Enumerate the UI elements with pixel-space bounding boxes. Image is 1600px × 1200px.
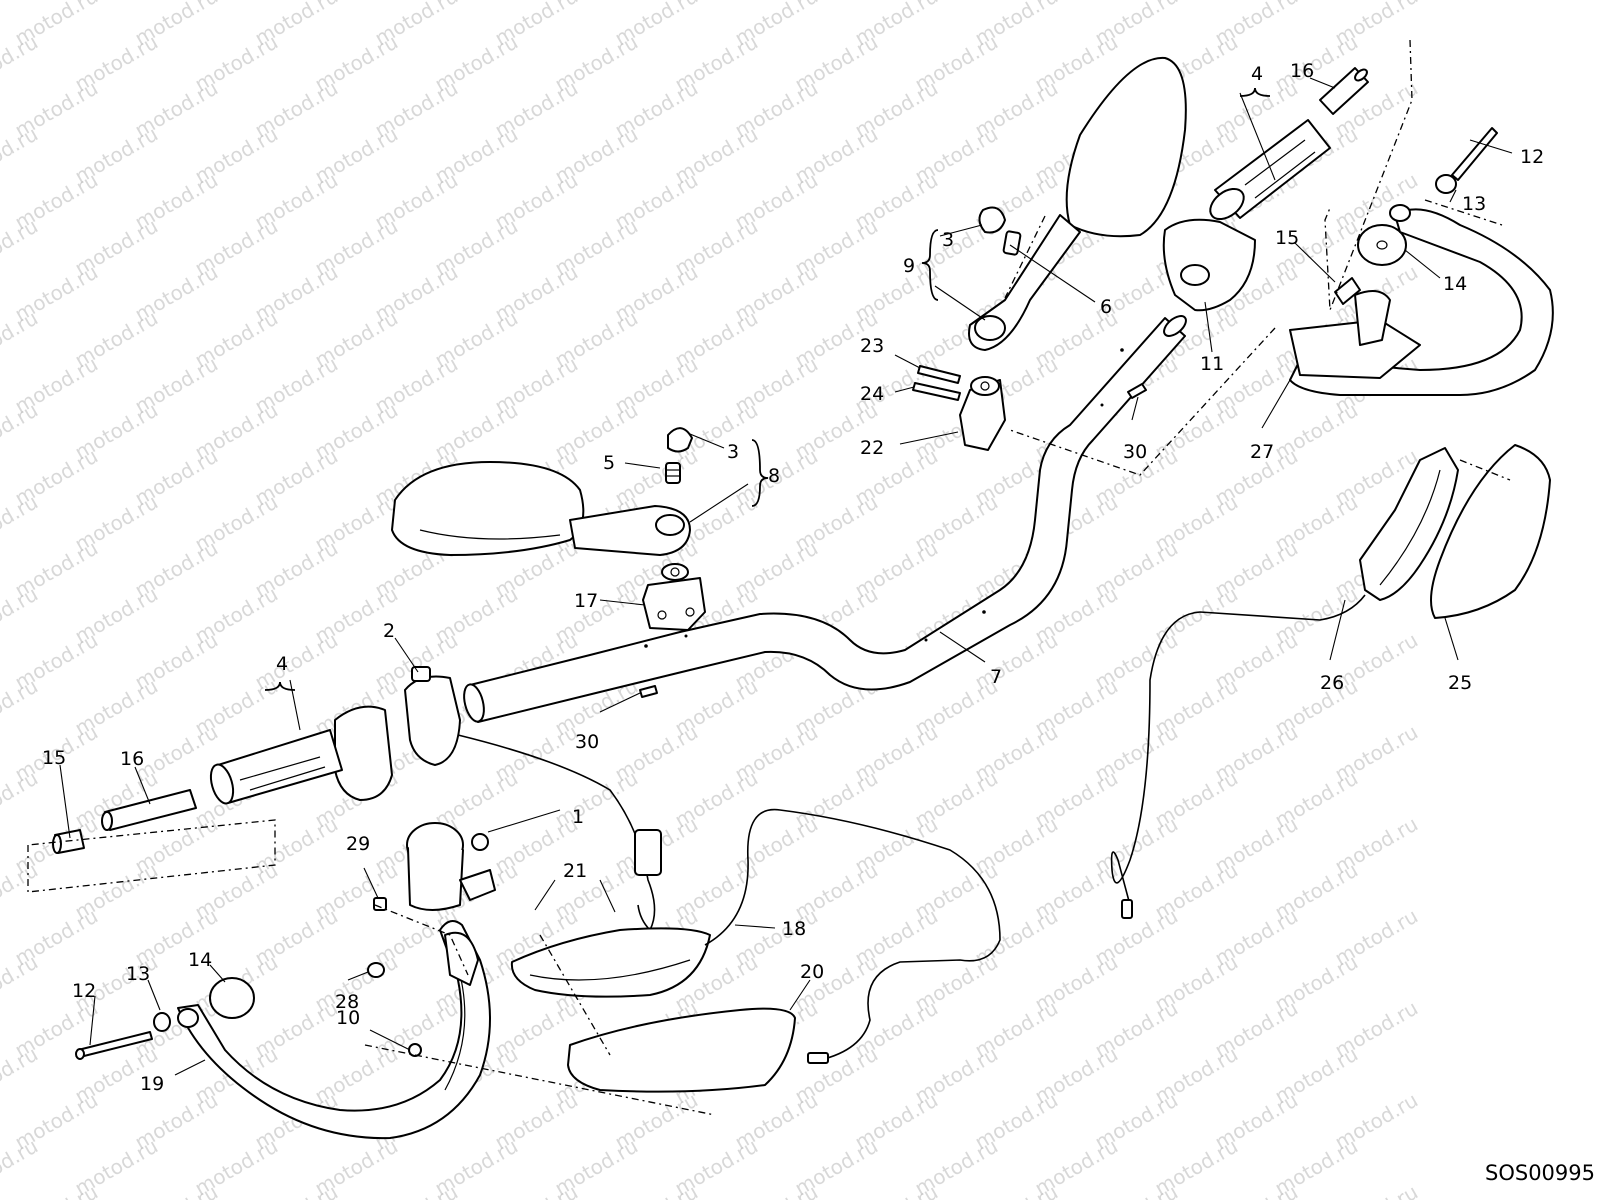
callout-7: 7 bbox=[990, 666, 1002, 688]
callout-1: 1 bbox=[572, 806, 584, 828]
watermark-text: motod.ru bbox=[0, 30, 42, 97]
right-switch-and-grip bbox=[1162, 67, 1498, 312]
callout-27: 27 bbox=[1250, 441, 1274, 463]
left-handguard bbox=[75, 808, 1001, 1140]
callout-2: 2 bbox=[383, 620, 395, 642]
watermark-text: motod.ru bbox=[0, 950, 42, 1017]
watermark-text: motod.ru bbox=[371, 1180, 462, 1200]
callout-3: 3 bbox=[942, 229, 954, 251]
callout-30: 30 bbox=[575, 731, 599, 753]
watermark-text: motod.ru bbox=[11, 1180, 102, 1200]
watermark-text: motod.ru bbox=[0, 306, 42, 373]
group-braces bbox=[264, 87, 1271, 691]
watermark-text: motod.ru bbox=[0, 1042, 42, 1109]
callout-8: 8 bbox=[768, 465, 780, 487]
callout-13: 13 bbox=[1462, 193, 1486, 215]
callout-30: 30 bbox=[1123, 441, 1147, 463]
watermark-text: motod.ru bbox=[1331, 1180, 1422, 1200]
callout-6: 6 bbox=[1100, 296, 1112, 318]
callout-22: 22 bbox=[860, 437, 884, 459]
callout-9: 9 bbox=[903, 255, 915, 277]
watermark-text: motod.ru bbox=[0, 1134, 42, 1200]
watermark-text: motod.ru bbox=[0, 0, 42, 4]
callout-18: 18 bbox=[782, 918, 806, 940]
watermark-text: motod.ru bbox=[0, 490, 42, 557]
callout-17: 17 bbox=[574, 590, 598, 612]
assembly-lines bbox=[27, 39, 1511, 1116]
callout-23: 23 bbox=[860, 335, 884, 357]
watermark-text: motod.ru bbox=[0, 122, 42, 189]
callout-19: 19 bbox=[140, 1073, 164, 1095]
callout-labels: 1 2 3 3 4 4 5 6 7 8 9 10 11 12 12 13 13 … bbox=[42, 60, 1544, 1095]
left-switch-and-grip bbox=[52, 666, 662, 932]
callout-26: 26 bbox=[1320, 672, 1344, 694]
leader-lines bbox=[59, 77, 1513, 1076]
watermark-text: motod.ru bbox=[251, 1180, 342, 1200]
callout-20: 20 bbox=[800, 961, 824, 983]
callout-15: 15 bbox=[42, 747, 66, 769]
callout-13: 13 bbox=[126, 963, 150, 985]
watermark-text: motod.ru bbox=[0, 766, 42, 833]
callout-10: 10 bbox=[336, 1007, 360, 1029]
callout-16: 16 bbox=[120, 748, 144, 770]
callout-24: 24 bbox=[860, 383, 884, 405]
callout-14: 14 bbox=[188, 949, 212, 971]
callout-28: 28 bbox=[335, 991, 359, 1013]
callout-29: 29 bbox=[346, 833, 370, 855]
handlebar bbox=[463, 315, 1187, 723]
right-handguard bbox=[1110, 204, 1554, 919]
callout-15: 15 bbox=[1275, 227, 1299, 249]
watermark-text: motod.ru bbox=[851, 1180, 942, 1200]
callout-3: 3 bbox=[727, 441, 739, 463]
callout-14: 14 bbox=[1443, 273, 1467, 295]
watermark-text: motod.ru bbox=[0, 582, 42, 649]
watermark-text: motod.ru bbox=[0, 214, 42, 281]
watermark-text: motod.ru bbox=[0, 674, 42, 741]
callout-25: 25 bbox=[1448, 672, 1472, 694]
left-mirror bbox=[391, 427, 706, 631]
watermark-text: motod.ru bbox=[731, 1180, 822, 1200]
callout-16: 16 bbox=[1290, 60, 1314, 82]
watermark-text: motod.ru bbox=[491, 1180, 582, 1200]
watermark-text: motod.ru bbox=[1211, 1180, 1302, 1200]
watermark-text: motod.ru bbox=[131, 1180, 222, 1200]
watermark-text: motod.ru bbox=[971, 1180, 1062, 1200]
callout-5: 5 bbox=[603, 452, 615, 474]
drawing-code: SOS00995 bbox=[1485, 1161, 1595, 1185]
callout-12: 12 bbox=[72, 980, 96, 1002]
callout-4: 4 bbox=[276, 653, 288, 675]
callout-11: 11 bbox=[1200, 353, 1224, 375]
right-mirror bbox=[912, 56, 1187, 451]
watermark-text: motod.ru bbox=[0, 398, 42, 465]
watermark-text: motod.ru bbox=[1091, 1180, 1182, 1200]
callout-21: 21 bbox=[563, 860, 587, 882]
watermark-text: motod.ru bbox=[611, 1180, 702, 1200]
callout-4: 4 bbox=[1251, 63, 1263, 85]
callout-12: 12 bbox=[1520, 146, 1544, 168]
